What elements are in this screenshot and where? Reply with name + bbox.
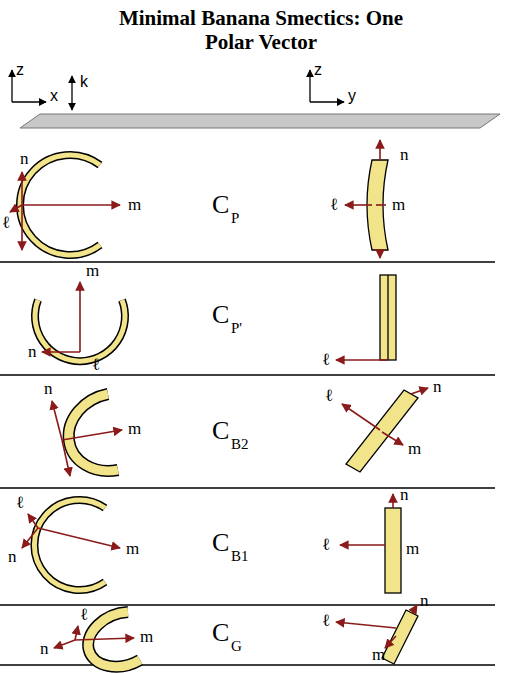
vector-arrow — [38, 528, 120, 548]
banana-edge — [387, 275, 388, 360]
axis-label: k — [80, 74, 88, 90]
axis-line — [310, 101, 344, 102]
layer-line — [0, 374, 495, 376]
vector-label: m — [128, 196, 141, 213]
axis-line — [309, 70, 310, 102]
phase-subscript: B2 — [231, 437, 249, 452]
vector-label: n — [8, 548, 17, 565]
vector-arrow — [342, 404, 380, 430]
axis-label: z — [314, 62, 322, 78]
layer-line — [0, 664, 495, 666]
vector-arrow — [411, 388, 428, 394]
vector-arrow — [340, 544, 385, 546]
banana-side — [382, 610, 418, 664]
vector-label: ℓ — [325, 387, 333, 404]
phase-subscript: P' — [231, 321, 242, 336]
layer-plane — [20, 114, 500, 128]
vector-arrow — [21, 172, 23, 205]
vector-label: n — [420, 592, 429, 609]
phase-symbol: C — [212, 620, 229, 646]
vector-label: ℓ — [330, 196, 338, 213]
vector-arrow — [382, 432, 403, 445]
vector-arrow — [28, 514, 38, 528]
vector-label: ℓ — [92, 356, 100, 373]
vector-label: ℓ — [322, 351, 330, 368]
axis-label: y — [348, 88, 356, 104]
vector-label: n — [20, 150, 29, 167]
phase-subscript: G — [231, 639, 242, 654]
vector-label: m — [392, 196, 405, 213]
axis-line — [12, 101, 46, 102]
vector-arrow — [379, 140, 381, 160]
vector-arrow — [376, 204, 386, 206]
banana-side — [385, 508, 401, 593]
layer-line — [0, 487, 495, 489]
banana-side — [380, 275, 396, 360]
layer-line — [0, 261, 495, 263]
vector-arrow — [392, 494, 394, 508]
phase-symbol: C — [212, 302, 229, 328]
layer-lines — [0, 262, 495, 665]
banana-molecules — [20, 155, 140, 667]
title: Minimal Banana Smectics: One Polar Vecto… — [118, 6, 404, 54]
vector-label: ℓ — [2, 214, 10, 231]
phase-symbol: C — [212, 192, 229, 218]
vector-arrow — [21, 205, 23, 250]
vector-arrow — [412, 605, 417, 613]
phase-symbol: C — [212, 418, 229, 444]
vector-arrow — [75, 638, 134, 640]
vector-arrow — [52, 401, 62, 440]
vector-label: ℓ — [322, 612, 330, 629]
vector-label: m — [126, 540, 139, 557]
vector-arrow — [79, 282, 81, 352]
vector-label: m — [372, 646, 385, 663]
layer-normal-arrow — [71, 76, 72, 110]
vector-arrow — [54, 640, 75, 648]
vector-arrow — [22, 204, 120, 206]
vector-label: n — [28, 343, 37, 360]
vector-label: ℓ — [322, 536, 330, 553]
vector-label: n — [400, 146, 409, 163]
vectors — [10, 140, 428, 648]
phase-symbol: C — [212, 530, 229, 556]
phase-subscript: B1 — [231, 549, 249, 564]
vector-arrow — [385, 636, 396, 648]
vector-label: n — [400, 486, 409, 503]
banana — [34, 500, 105, 590]
vector-label: n — [44, 380, 53, 397]
axis-line — [11, 70, 12, 102]
banana-side — [346, 390, 418, 472]
vector-label: m — [408, 440, 421, 457]
vector-arrow — [62, 430, 122, 440]
vector-arrow — [75, 626, 78, 640]
vector-label: ℓ — [16, 494, 24, 511]
vector-arrow — [62, 440, 70, 476]
vector-label: m — [86, 262, 99, 279]
axis-label: x — [50, 88, 58, 104]
vector-label: n — [433, 378, 442, 395]
vector-arrow — [345, 204, 372, 206]
banana-side-views — [346, 160, 418, 664]
phase-subscript: P — [231, 211, 239, 226]
axis-label: z — [16, 62, 24, 78]
vector-arrow — [336, 622, 396, 628]
axes — [12, 70, 344, 110]
vector-arrow — [22, 528, 38, 548]
banana — [34, 500, 105, 590]
vector-label: m — [140, 628, 153, 645]
vector-arrow — [42, 351, 80, 353]
vector-arrow — [10, 205, 22, 212]
vector-label: m — [128, 420, 141, 437]
vector-label: m — [406, 540, 419, 557]
vector-arrow — [379, 250, 381, 258]
vector-arrow — [336, 359, 388, 361]
vector-label: n — [40, 640, 49, 657]
vector-label: ℓ — [80, 606, 88, 623]
